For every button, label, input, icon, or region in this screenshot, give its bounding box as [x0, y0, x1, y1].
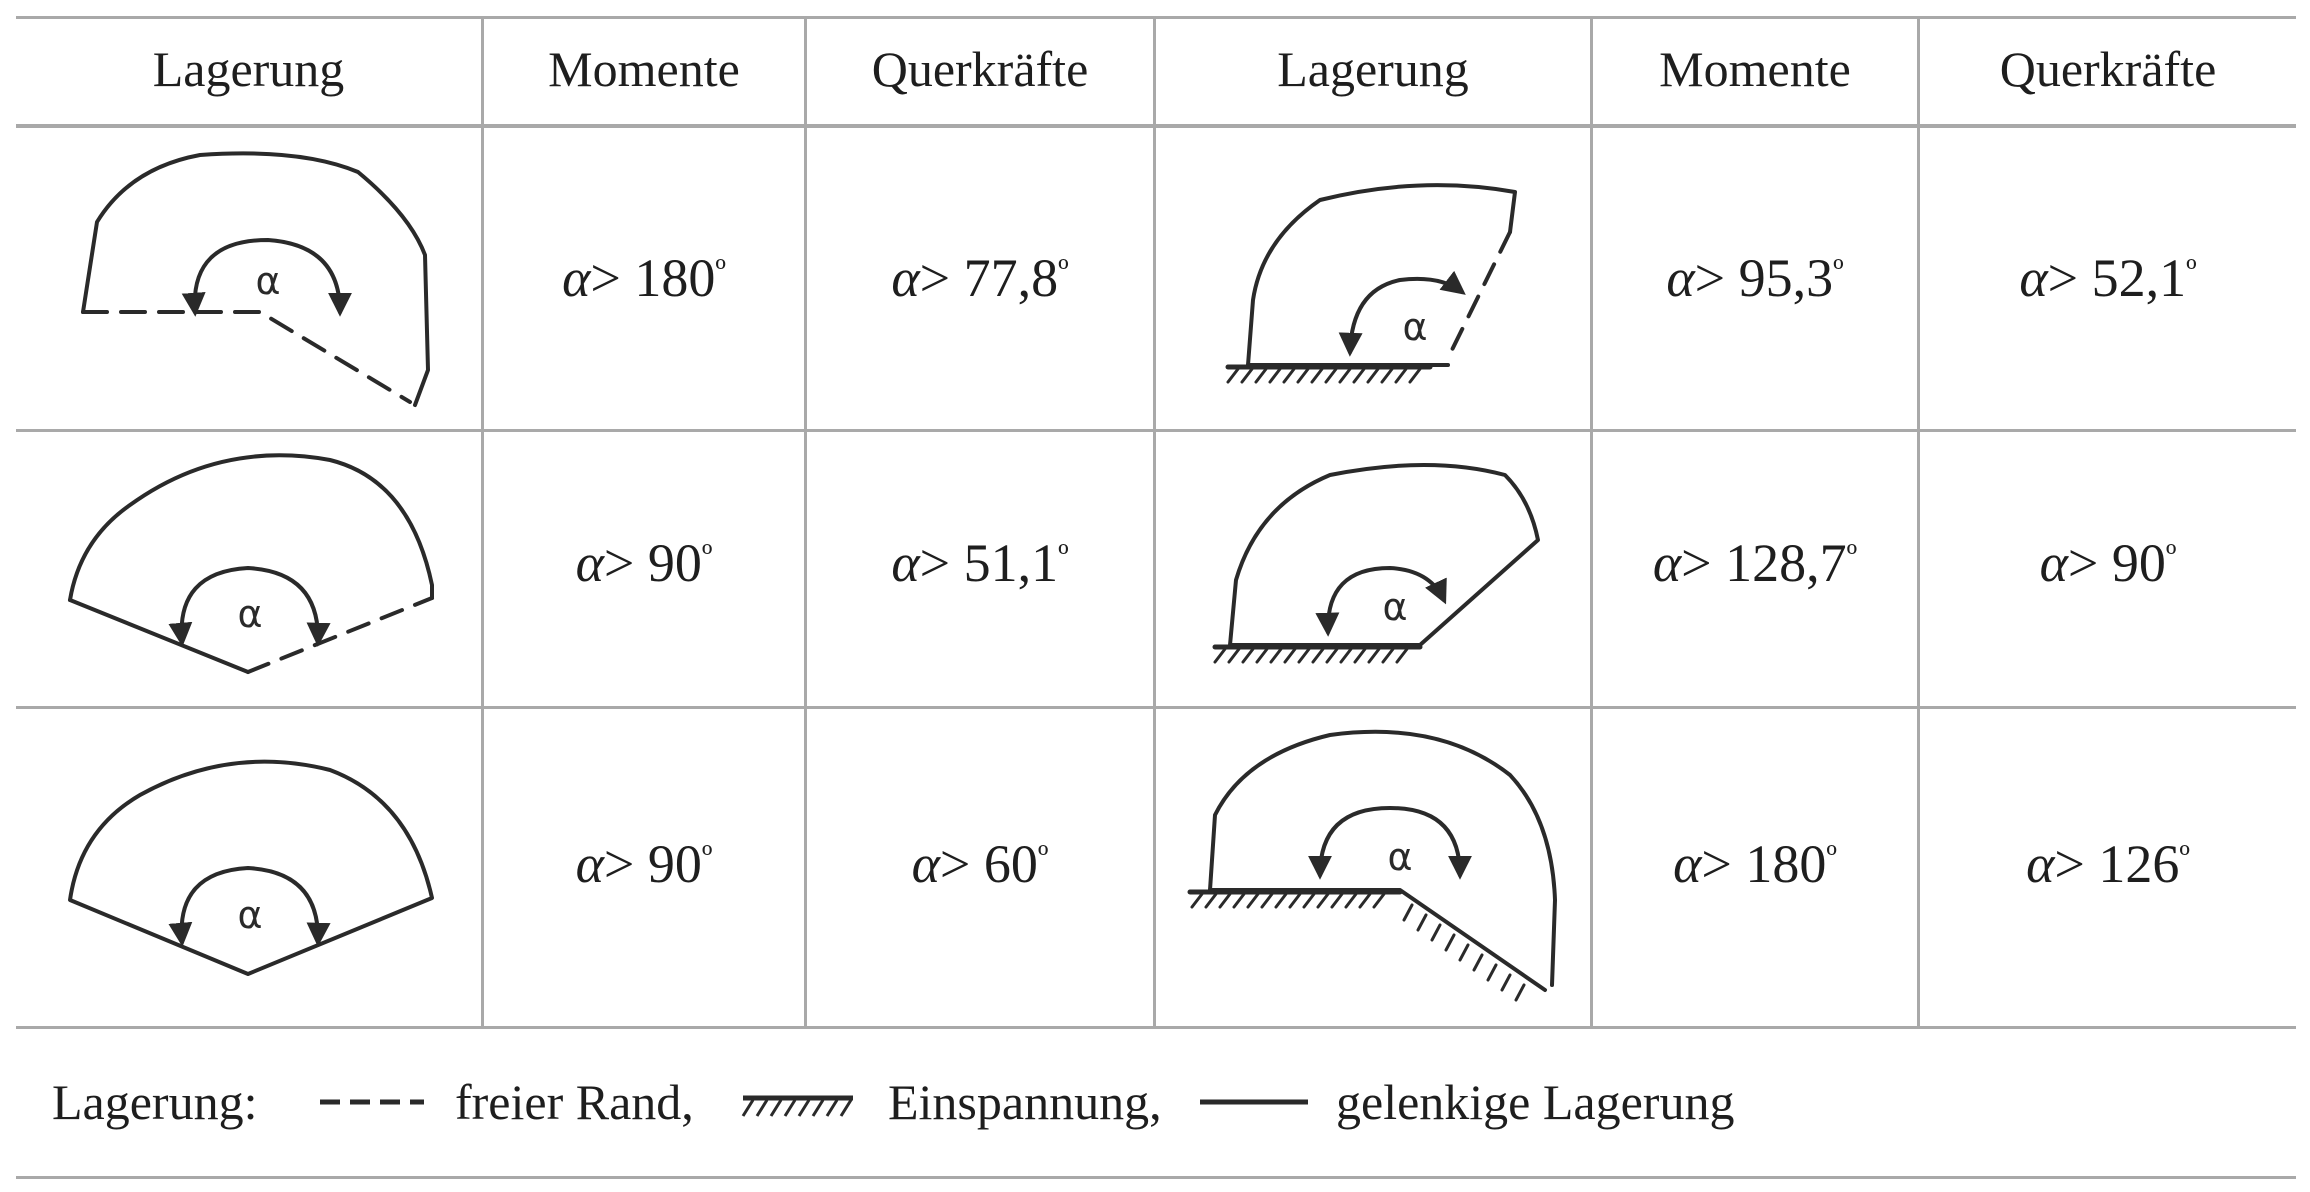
col-divider	[481, 16, 484, 1028]
rule-row-1	[16, 429, 2296, 432]
clamped-hatching	[1212, 644, 1423, 664]
legend-free-edge: freier Rand,	[455, 1074, 694, 1130]
figure-row2-left: α	[68, 453, 434, 674]
rule-row-2	[16, 706, 2296, 709]
legend-clamped-symbol	[741, 1095, 853, 1117]
header-momente-left: Momente	[548, 41, 740, 97]
header-momente-right: Momente	[1659, 41, 1851, 97]
header-lagerung-right: Lagerung	[1277, 41, 1469, 97]
legend-label: Lagerung:	[52, 1074, 258, 1130]
clamped-hatching	[1225, 364, 1433, 384]
legend-hinged: gelenkige Lagerung	[1336, 1074, 1735, 1130]
clamped-hatching	[1187, 889, 1526, 1002]
rule-header	[16, 124, 2296, 128]
header-querkraefte-left: Querkräfte	[871, 41, 1089, 97]
figure-alpha-label: α	[1387, 835, 1412, 879]
col-divider	[804, 16, 807, 1028]
figure-alpha-label: α	[237, 893, 262, 937]
legend-hinged-symbol	[1200, 1099, 1308, 1105]
figure-row3-right: α	[1187, 729, 1557, 1002]
col-divider	[1917, 16, 1920, 1028]
figure-alpha-label: α	[1402, 305, 1427, 349]
figure-row1-right: α	[1225, 183, 1517, 384]
figure-alpha-label: α	[237, 592, 262, 636]
legend-clamped: Einspannung,	[888, 1074, 1162, 1130]
rule-table-bottom	[16, 1026, 2296, 1029]
figure-alpha-label: α	[255, 259, 280, 303]
col-divider	[1590, 16, 1593, 1028]
col-divider	[1153, 16, 1156, 1028]
header-querkraefte-right: Querkräfte	[1999, 41, 2217, 97]
rule-top	[16, 16, 2296, 19]
figure-row2-right: α	[1212, 463, 1540, 664]
figure-row3-left: α	[68, 759, 434, 976]
figure-alpha-label: α	[1382, 585, 1407, 629]
figure-row1-left: α	[81, 151, 430, 407]
header-lagerung-left: Lagerung	[152, 41, 345, 97]
rule-bottom	[16, 1176, 2296, 1179]
legend-free-edge-symbol	[320, 1099, 424, 1105]
